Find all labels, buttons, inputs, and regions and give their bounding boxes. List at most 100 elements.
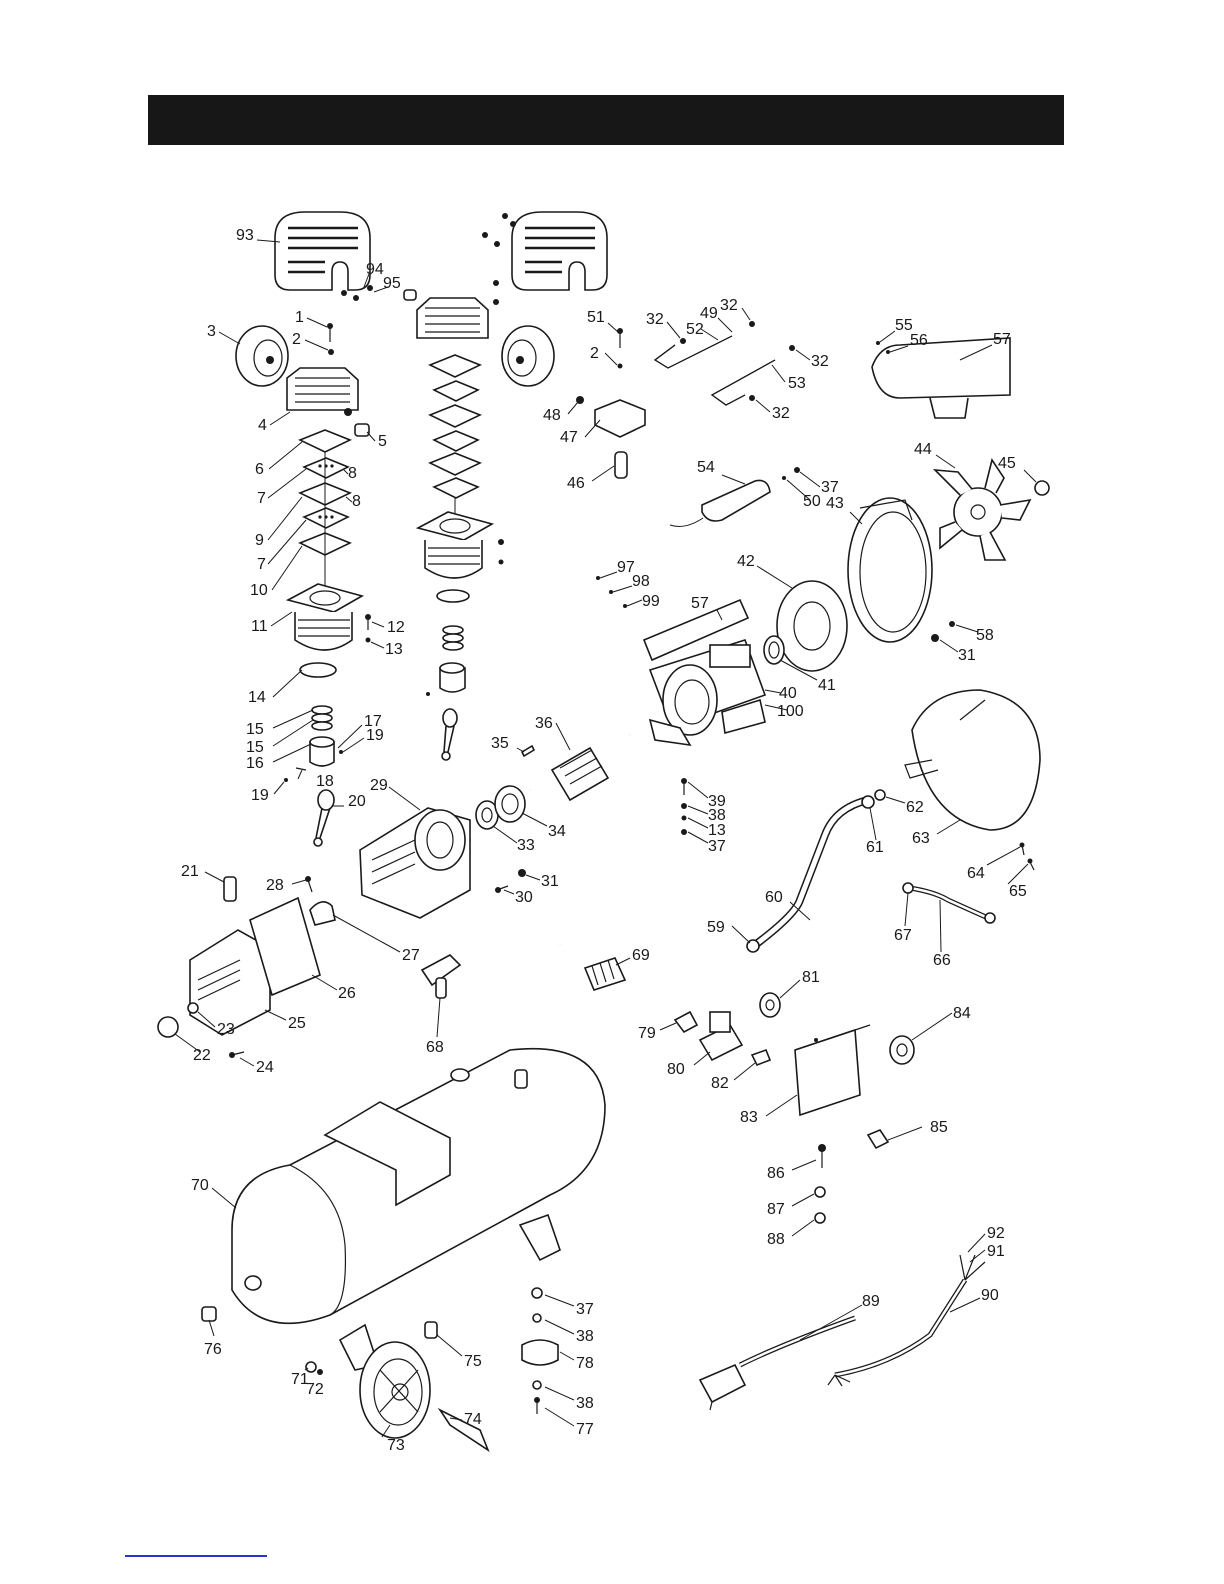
callout-47: 47 [560,429,578,446]
callout-28: 28 [266,877,284,894]
callout-29: 29 [370,777,388,794]
pump-guard-cover-right [511,211,608,291]
callout-100: 100 [777,703,804,720]
callout-20: 20 [348,793,366,810]
wheel-assembly [359,1321,490,1453]
callout-21: 21 [181,863,199,880]
callout-69: 69 [632,947,650,964]
small-pipe [902,882,996,924]
callout-89: 89 [862,1293,880,1310]
drain-valve [201,1306,323,1375]
callout-98: 98 [632,573,650,590]
callout-63: 63 [912,830,930,847]
fan-shroud [904,689,1041,871]
discharge-hose [746,789,886,953]
callout-39: 39 [708,793,726,810]
callout-80: 80 [667,1061,685,1078]
callout-11: 11 [251,618,268,635]
callout-7b: 7 [257,556,266,573]
callout-38a: 38 [708,807,726,824]
callout-48: 48 [543,407,561,424]
callout-10: 10 [250,582,268,599]
callout-43: 43 [826,495,844,512]
callout-2a: 2 [292,331,301,348]
callout-84: 84 [953,1005,971,1022]
callout-55: 55 [895,317,913,334]
callout-65: 65 [1009,883,1027,900]
callout-92: 92 [987,1225,1005,1242]
callout-99: 99 [642,593,660,610]
callout-87: 87 [767,1201,785,1218]
leader-lines [174,239,1037,1438]
callout-22: 22 [193,1047,211,1064]
callout-45: 45 [998,455,1016,472]
callout-52: 52 [686,321,704,338]
callout-3: 3 [207,323,216,340]
callout-38b: 38 [576,1328,594,1345]
callout-24: 24 [256,1059,274,1076]
callout-25: 25 [288,1015,306,1032]
callout-5: 5 [378,433,387,450]
callout-94: 94 [366,261,384,278]
callout-6: 6 [255,461,264,478]
callout-88: 88 [767,1231,785,1248]
air-tank [231,1047,606,1371]
callout-12: 12 [387,619,405,636]
callout-46: 46 [567,475,585,492]
callout-67: 67 [894,927,912,944]
callout-73: 73 [387,1437,405,1454]
callout-35: 35 [491,735,509,752]
callout-59: 59 [707,919,725,936]
callout-97: 97 [617,559,635,576]
callout-53: 53 [788,375,806,392]
callout-8a: 8 [348,465,357,482]
callout-42: 42 [737,553,755,570]
rubber-foot-hardware [521,1287,559,1414]
callout-32b: 32 [720,297,738,314]
callout-56: 56 [910,332,928,349]
callout-82: 82 [711,1075,729,1092]
callout-31b: 31 [958,647,976,664]
callout-95: 95 [383,275,401,292]
callout-16: 16 [246,755,264,772]
callout-50: 50 [803,493,821,510]
cover-screws [341,213,516,305]
motor-housing [596,576,767,747]
callout-70: 70 [191,1177,209,1194]
callout-72: 72 [306,1381,324,1398]
callout-18: 18 [316,773,334,790]
callout-49: 49 [700,305,718,322]
callout-71: 71 [291,1371,309,1388]
callout-51: 51 [587,309,605,326]
callout-74: 74 [464,1411,482,1428]
callout-58: 58 [976,627,994,644]
capacitor [669,467,800,527]
pump-guard-cover-left [274,211,371,291]
callout-75: 75 [464,1353,482,1370]
motor-rotor [520,732,632,802]
callout-37a: 37 [821,479,839,496]
motor-mount-hardware [681,778,687,835]
pressure-switch-assembly [673,992,915,1224]
callout-32d: 32 [772,405,790,422]
callout-91: 91 [987,1243,1005,1260]
callout-13b: 13 [708,822,726,839]
power-cord-and-wiring [698,1254,986,1411]
callout-9: 9 [255,532,264,549]
callout-37b: 37 [708,838,726,855]
callout-44: 44 [914,441,932,458]
callout-15a: 15 [246,721,264,738]
left-cylinder-stack [235,323,371,847]
motor-end-shield [763,580,848,672]
callout-31a: 31 [541,873,559,890]
callout-93: 93 [236,227,254,244]
callout-61: 61 [866,839,884,856]
callout-38c: 38 [576,1395,594,1412]
callout-32c: 32 [811,353,829,370]
callout-19a: 19 [366,727,384,744]
callout-79: 79 [638,1025,656,1042]
cooling-fan [932,458,1050,561]
callout-19b: 19 [251,787,269,804]
motor-cover-shield [871,337,1011,419]
